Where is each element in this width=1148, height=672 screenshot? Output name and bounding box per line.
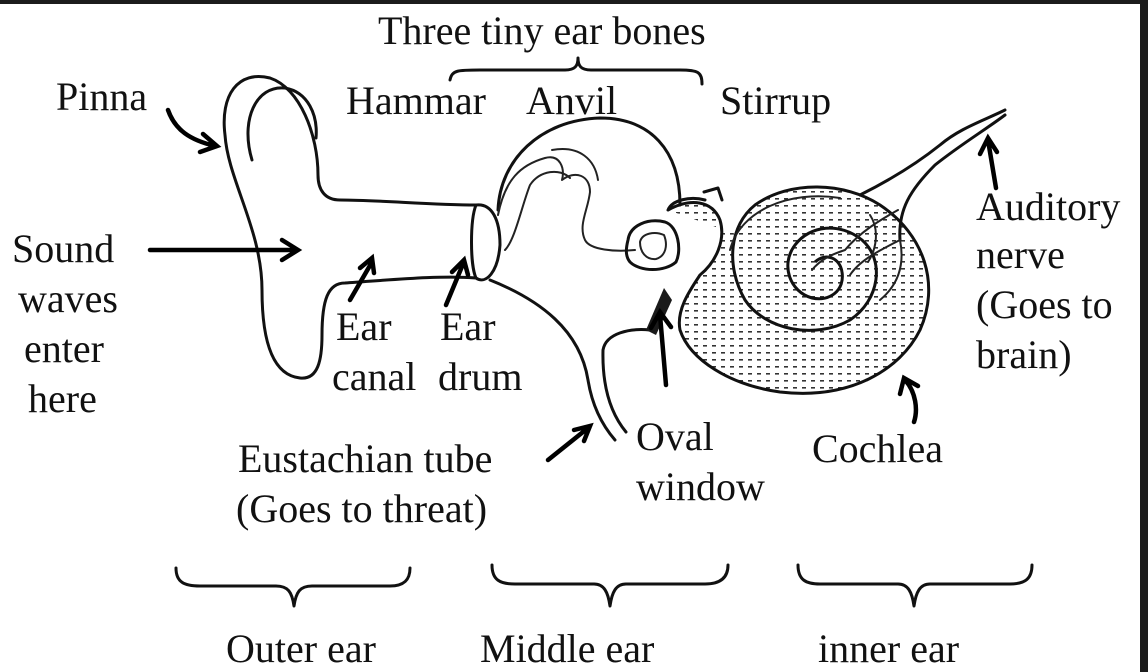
auditory-nerve-shape	[811, 108, 1007, 301]
stirrup-label: Stirrup	[720, 78, 832, 123]
inner-ear-label: inner ear	[818, 626, 960, 671]
cochlea-shape	[666, 185, 931, 395]
ear-canal-arrow	[347, 253, 377, 303]
anvil-label: Anvil	[526, 78, 618, 123]
middle-ear-label: Middle ear	[480, 626, 655, 671]
middle-ear-outline	[488, 116, 682, 442]
pinna-label: Pinna	[56, 74, 148, 119]
ear-drum-shape	[470, 203, 502, 282]
sound-waves-arrow	[147, 237, 303, 263]
ossicles-brace	[448, 56, 704, 86]
hammar-label: Hammar	[346, 78, 486, 123]
oval-window-arrow	[648, 307, 674, 388]
ear-drum-arrow	[443, 255, 471, 308]
middle-ear-brace	[490, 563, 730, 608]
ossicles-shape	[497, 148, 681, 271]
outer-ear-label: Outer ear	[226, 626, 376, 671]
pinna-arrow	[165, 107, 222, 155]
auditory-nerve-arrow	[977, 133, 1000, 191]
pinna-shape	[222, 75, 478, 380]
ossicles-title: Three tiny ear bones	[378, 8, 706, 53]
cochlea-arrow	[897, 374, 921, 425]
eustachian-tube-arrow	[545, 422, 594, 463]
pointer-arrows	[147, 107, 1000, 463]
cochlea-label: Cochlea	[812, 426, 944, 471]
outer-ear-brace	[174, 566, 412, 608]
inner-ear-brace	[796, 563, 1034, 608]
section-braces	[174, 56, 1034, 608]
